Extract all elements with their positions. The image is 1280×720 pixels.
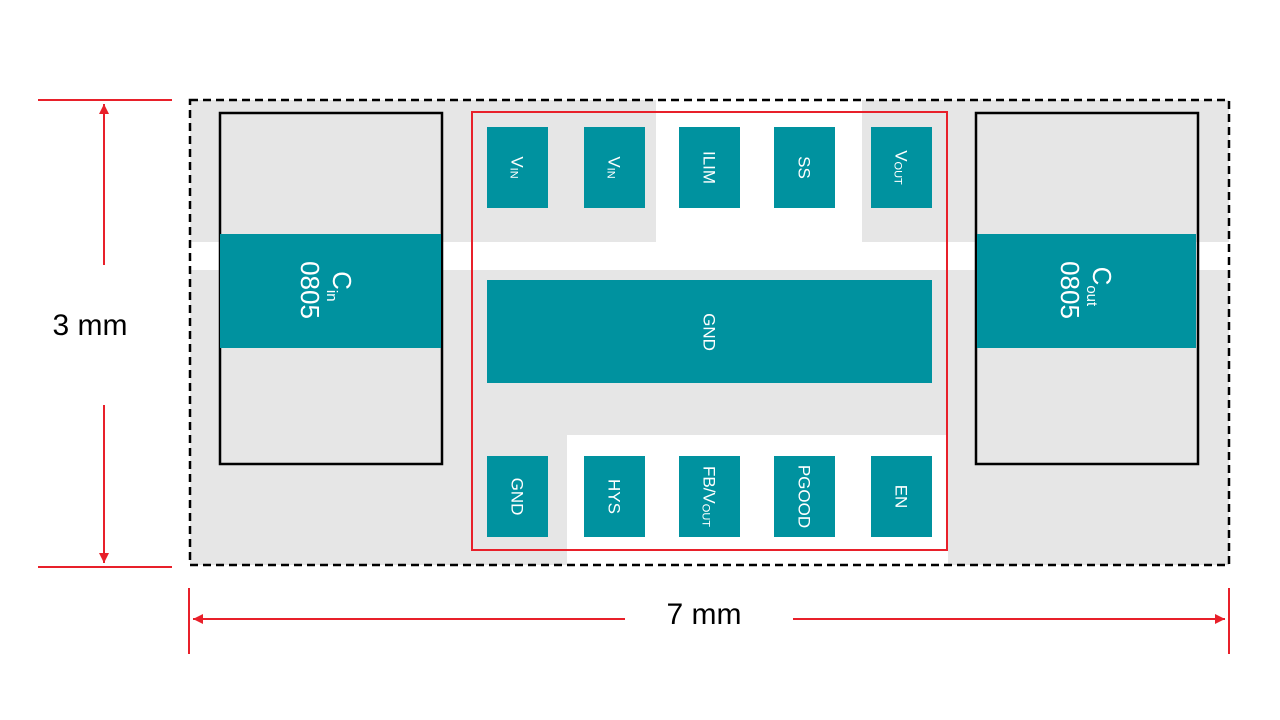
top-pin-1-v-in-label-main: V (508, 156, 527, 168)
cin-size: 0805 (295, 261, 325, 319)
cin-label-main: C (327, 271, 357, 290)
top-pin-5-v-out-label: VOUT (892, 150, 912, 185)
bottom-pin-3-fb-v-out-label: FB/VOUT (700, 466, 720, 527)
top-pin-5-v-out-label-sub: OUT (892, 162, 904, 186)
cout-label: Cout 0805 (1055, 261, 1117, 319)
cout-body (974, 111, 1200, 466)
height-label: 3 mm (53, 309, 128, 342)
cout-label-sub: out (1083, 285, 1100, 307)
top-pin-3-ilim-label: ILIM (700, 151, 719, 184)
top-pin-1-v-in: VIN (487, 127, 548, 208)
cin-pad (220, 234, 441, 348)
top-pin-3-ilim-label-main: ILIM (700, 151, 719, 184)
cin-capacitor: Cin 0805 (218, 111, 444, 466)
bottom-pin-3-fb-v-out-label-main: FB/V (700, 466, 719, 504)
top-pin-3-ilim: ILIM (679, 127, 740, 208)
bottom-pin-1-gnd-label: GND (508, 478, 527, 516)
bottom-pin-4-pgood-pad (774, 456, 835, 537)
bottom-pin-2-hys-label: HYS (605, 479, 624, 514)
center-gnd-label: GND (700, 313, 719, 351)
top-pin-2-v-in-label: VIN (605, 156, 625, 178)
ic-outline (471, 111, 948, 551)
bottom-pin-2-hys-label-main: HYS (605, 479, 624, 514)
bottom-pin-3-fb-v-out-label-sub: OUT (700, 504, 712, 528)
board-outline (188, 98, 1231, 567)
center-gnd-pad: GND (487, 280, 932, 383)
bottom-pin-5-en-pad (871, 456, 932, 537)
bottom-pin-3-fb-v-out: FB/VOUT (679, 456, 740, 537)
center-gnd-rect (487, 280, 932, 383)
cin-label: Cin 0805 (295, 261, 357, 319)
bottom-pin-4-pgood-label-main: PGOOD (795, 465, 814, 528)
top-pin-5-v-out-pad (871, 127, 932, 208)
copper-left-top (190, 100, 472, 242)
copper-right-top (948, 100, 1229, 242)
top-pin-2-v-in-pad (584, 127, 645, 208)
bottom-pin-1-gnd-label-main: GND (508, 478, 527, 516)
top-pin-5-v-out: VOUT (871, 127, 932, 208)
cout-capacitor: Cout 0805 (974, 111, 1200, 466)
bottom-pin-1-gnd: GND (487, 456, 548, 537)
top-pin-4-ss-label-main: SS (795, 156, 814, 179)
bottom-pin-4-pgood-label: PGOOD (795, 465, 814, 528)
top-pin-5-v-out-label-main: V (892, 150, 911, 162)
top-pin-1-v-in-pad (487, 127, 548, 208)
bottom-pin-row: GND HYS FB/VOUT PGOOD EN (487, 456, 932, 537)
bottom-pin-3-fb-v-out-pad (679, 456, 740, 537)
height-dimension: 3 mm (38, 99, 172, 568)
bottom-pin-5-en-label-main: EN (892, 485, 911, 509)
bottom-pin-2-hys: HYS (584, 456, 645, 537)
bottom-pin-2-hys-pad (584, 456, 645, 537)
bottom-pin-5-en: EN (871, 456, 932, 537)
bottom-pin-4-pgood: PGOOD (774, 456, 835, 537)
bottom-pin-1-gnd-pad (487, 456, 548, 537)
top-pin-2-v-in-label-main: V (605, 156, 624, 168)
top-pin-1-v-in-label: VIN (508, 156, 528, 178)
top-pin-1-v-in-label-sub: IN (508, 168, 520, 179)
top-pin-2-v-in-label-sub: IN (605, 168, 617, 179)
cout-size: 0805 (1055, 261, 1085, 319)
width-dimension: 7 mm (188, 588, 1230, 654)
cout-label-main: C (1087, 267, 1117, 286)
top-pin-4-ss-pad (774, 127, 835, 208)
top-pin-4-ss: SS (774, 127, 835, 208)
cout-pad (977, 234, 1196, 348)
cin-label-sub: in (323, 290, 340, 302)
width-label: 7 mm (667, 598, 742, 631)
bottom-pin-5-en-label: EN (892, 485, 911, 509)
top-pin-4-ss-label: SS (795, 156, 814, 179)
top-pin-3-ilim-pad (679, 127, 740, 208)
top-pin-2-v-in: VIN (584, 127, 645, 208)
